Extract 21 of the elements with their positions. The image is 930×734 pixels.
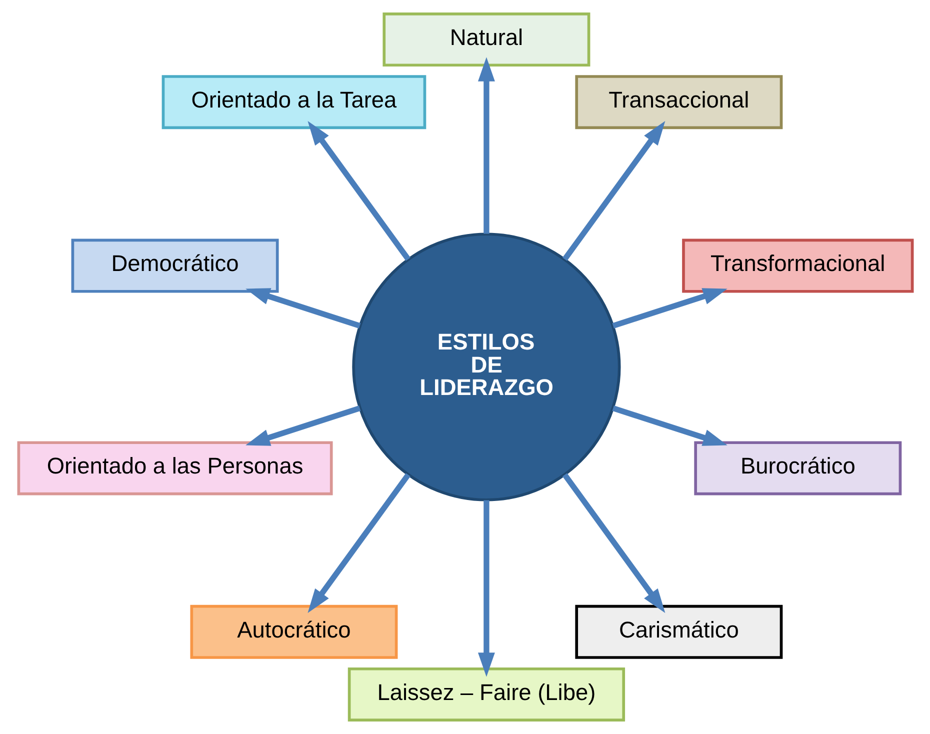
node-box: Carismático — [574, 604, 782, 659]
arrow — [245, 288, 360, 329]
node-box: Laissez – Faire (Libe) — [347, 667, 625, 722]
node-box: Transformacional — [682, 238, 914, 293]
node-box: Orientado a la Tarea — [161, 75, 426, 130]
arrow — [612, 405, 727, 446]
arrow — [307, 121, 410, 261]
arrow — [612, 288, 727, 329]
arrow — [307, 473, 410, 613]
arrow — [562, 121, 665, 261]
arrow — [245, 405, 360, 446]
node-box: Burocrático — [694, 441, 902, 496]
node-box: Natural — [382, 12, 590, 67]
node-box: Orientado a las Personas — [16, 441, 332, 496]
node-box: Democrático — [70, 238, 278, 293]
node-box: Transaccional — [574, 75, 782, 130]
arrow — [477, 57, 494, 234]
node-circle: ESTILOS DE LIDERAZGO — [352, 232, 620, 502]
arrow — [562, 473, 665, 613]
node-box: Autocrático — [190, 604, 398, 659]
arrow — [477, 500, 494, 677]
